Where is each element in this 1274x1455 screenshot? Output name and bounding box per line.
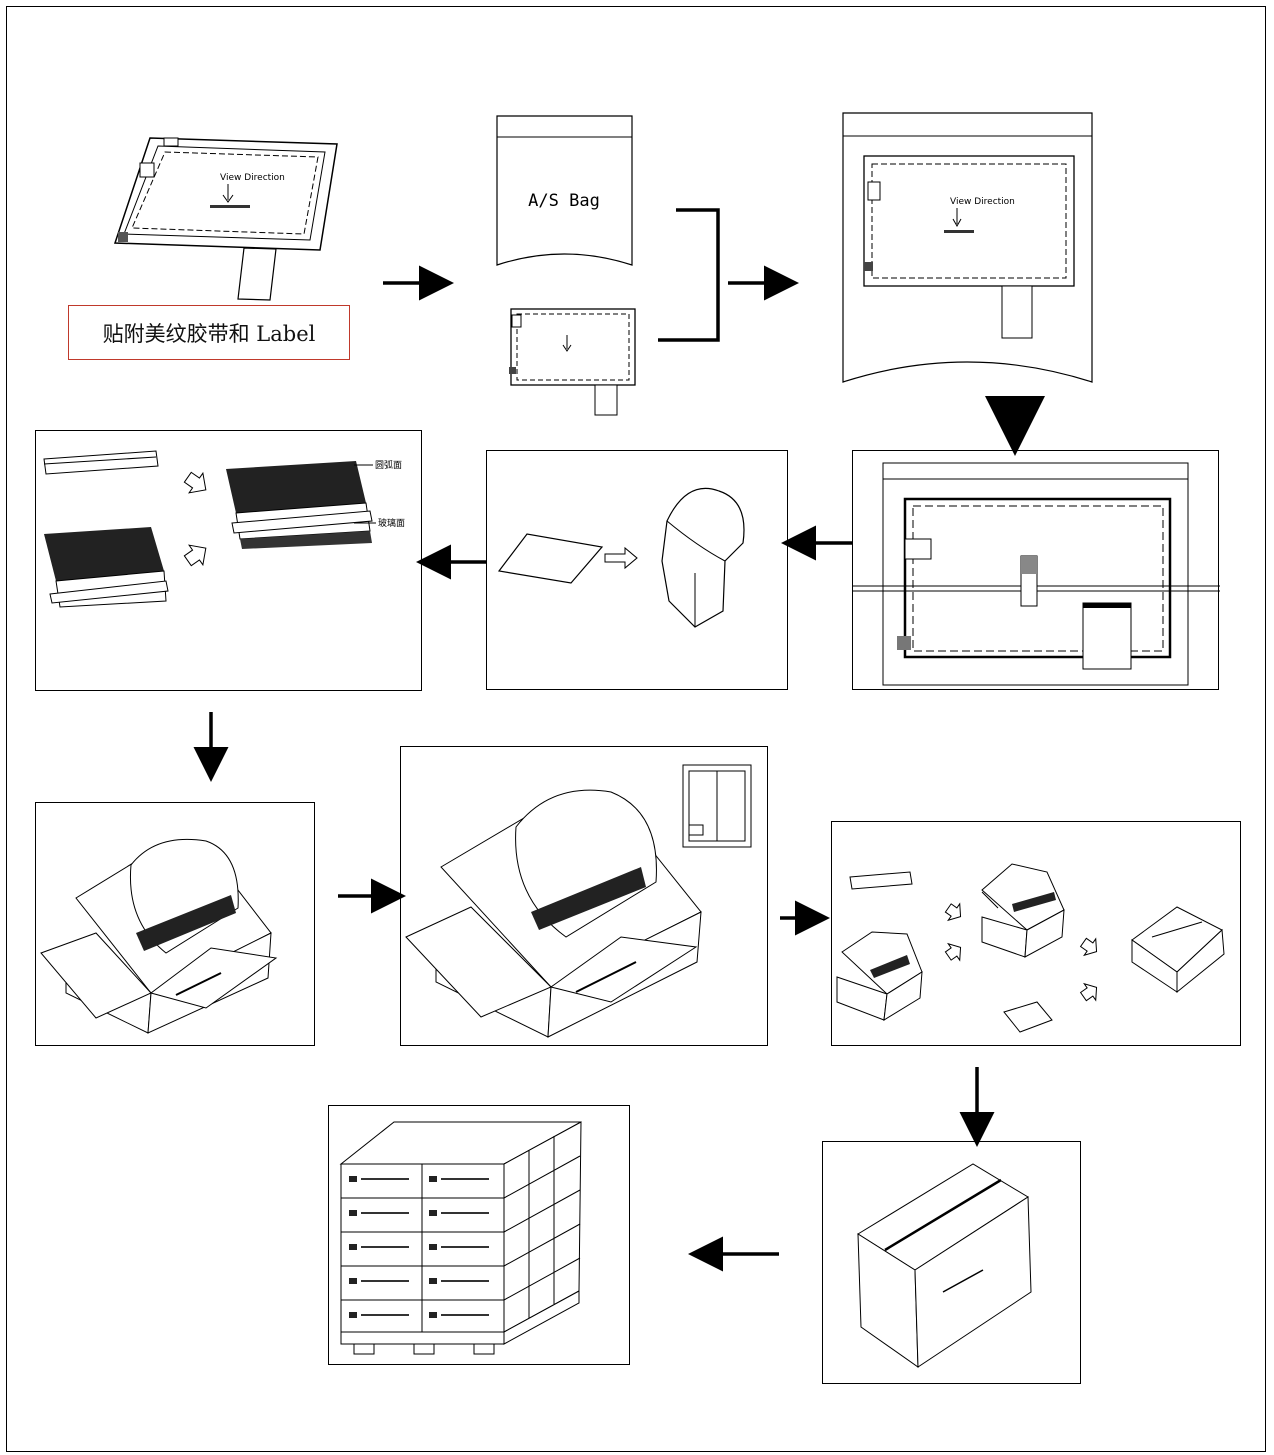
- module-in-bag-drawing: View Direction: [842, 112, 1094, 397]
- bracket-connector: [658, 208, 720, 342]
- panel-sheet-to-bag: [486, 450, 788, 690]
- svg-text:View Direction: View Direction: [220, 173, 285, 183]
- callout-top: 圆弧面: [375, 459, 402, 471]
- as-bag-drawing: A/S Bag: [496, 115, 636, 285]
- right-stack: [226, 461, 373, 549]
- small-module-drawing: [505, 305, 640, 420]
- svg-text:View Direction: View Direction: [950, 197, 1015, 207]
- as-bag-text: A/S Bag: [528, 191, 600, 211]
- panel-sealing: [831, 821, 1241, 1046]
- panel-sealed-carton: [822, 1141, 1081, 1384]
- step1-module-drawing: View Direction: [110, 130, 350, 305]
- panel-carton-pack: [35, 802, 315, 1046]
- panel-carton-label: [400, 746, 768, 1046]
- panel-stacking: 圆弧面 玻璃面: [35, 430, 422, 691]
- left-stack: [44, 527, 169, 608]
- panel-pallet: [328, 1105, 630, 1365]
- callout-bottom: 玻璃面: [378, 517, 405, 529]
- panel-taped-module: [852, 450, 1220, 690]
- outer-frame: [6, 6, 1266, 1452]
- step1-label: 贴附美纹胶带和 Label: [68, 305, 350, 360]
